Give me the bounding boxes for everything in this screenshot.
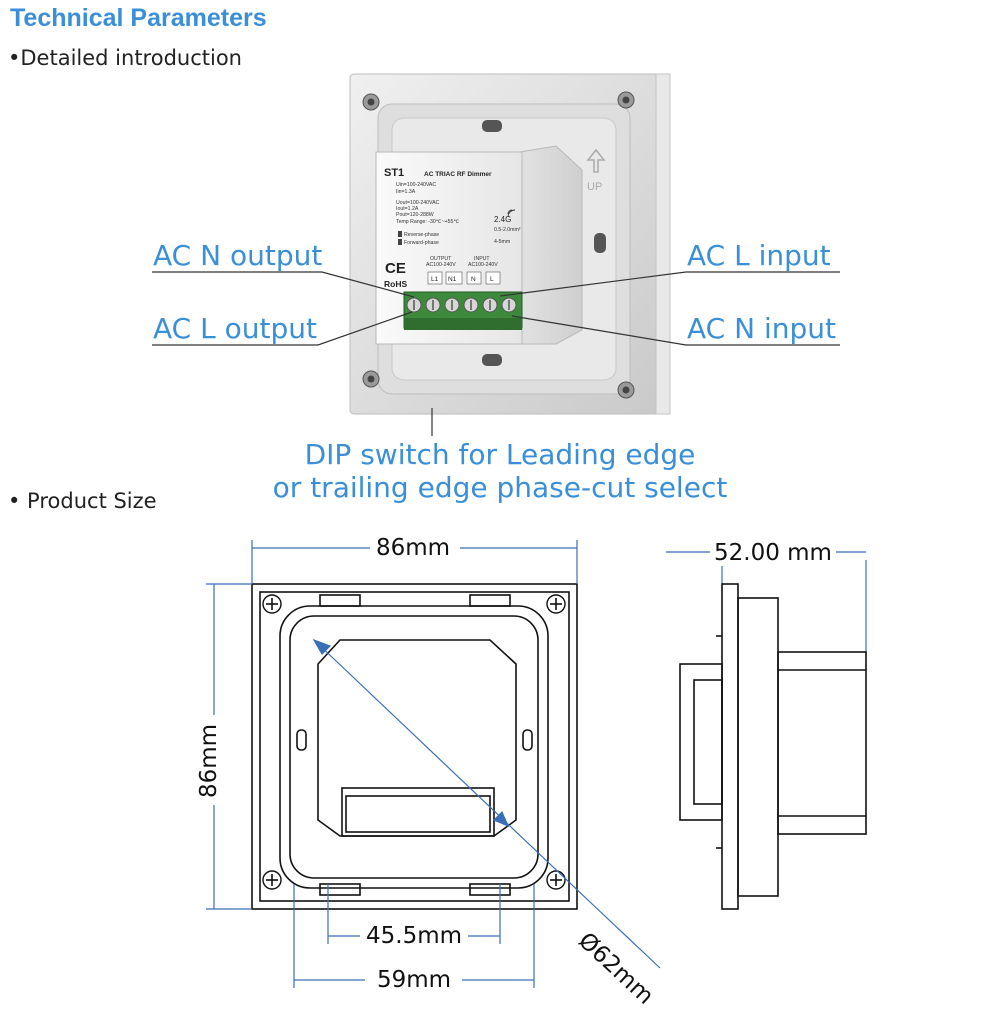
svg-text:AC100-240V: AC100-240V bbox=[426, 262, 456, 268]
dim-inner-width: 45.5mm bbox=[362, 923, 467, 949]
side-view bbox=[679, 583, 867, 910]
terminal-block bbox=[403, 291, 523, 330]
svg-text:L1: L1 bbox=[431, 276, 439, 283]
dip-switch-icon bbox=[398, 231, 402, 245]
ce-mark: CE bbox=[385, 260, 406, 277]
svg-text:N1: N1 bbox=[448, 276, 457, 283]
callout-dip-switch: DIP switch for Leading edge or trailing … bbox=[250, 438, 750, 504]
svg-text:Reverse-phase: Reverse-phase bbox=[404, 232, 439, 238]
svg-text:Uout=100-240VAC: Uout=100-240VAC bbox=[396, 200, 440, 206]
dim-depth: 52.00 mm bbox=[710, 540, 836, 566]
plate-edge bbox=[655, 73, 671, 415]
svg-text:Pout=120-288W: Pout=120-288W bbox=[396, 212, 434, 218]
rohs-mark: RoHS bbox=[384, 279, 407, 289]
front-view-plate bbox=[251, 583, 578, 910]
svg-text:2.4G: 2.4G bbox=[494, 215, 511, 224]
svg-text:N: N bbox=[471, 276, 476, 283]
svg-text:Temp Range: -30℃~+55℃: Temp Range: -30℃~+55℃ bbox=[396, 219, 459, 225]
svg-text:AC TRIAC RF Dimmer: AC TRIAC RF Dimmer bbox=[424, 171, 492, 178]
section-product-size: • Product Size bbox=[8, 489, 157, 513]
dip-line-1: DIP switch for Leading edge bbox=[304, 438, 696, 471]
svg-text:Uin=100-240VAC: Uin=100-240VAC bbox=[396, 182, 436, 188]
dim-height-left: 86mm bbox=[196, 719, 223, 803]
svg-text:Forward-phase: Forward-phase bbox=[404, 240, 439, 246]
svg-text:Iin=1.3A: Iin=1.3A bbox=[396, 189, 416, 195]
dim-outer-width: 59mm bbox=[373, 967, 456, 993]
up-label: UP bbox=[587, 181, 602, 193]
svg-text:INPUT: INPUT bbox=[474, 256, 490, 262]
screw-icon bbox=[262, 594, 566, 890]
svg-text:L: L bbox=[490, 276, 494, 283]
svg-text:AC100-240V: AC100-240V bbox=[468, 262, 498, 268]
svg-text:OUTPUT: OUTPUT bbox=[430, 256, 452, 262]
callout-ac-n-input: AC N input bbox=[687, 312, 836, 345]
svg-text:4-5mm: 4-5mm bbox=[494, 239, 510, 245]
callout-ac-l-output: AC L output bbox=[153, 312, 317, 345]
up-arrow-icon bbox=[586, 148, 606, 173]
svg-text:ST1: ST1 bbox=[384, 167, 404, 179]
svg-text:Iout=1.2A: Iout=1.2A bbox=[396, 206, 419, 212]
svg-text:0.5-2.0mm²: 0.5-2.0mm² bbox=[494, 227, 521, 233]
page-title: Technical Parameters bbox=[10, 4, 267, 32]
callout-ac-n-output: AC N output bbox=[153, 239, 323, 272]
dim-width-top: 86mm bbox=[372, 535, 455, 561]
dip-line-2: or trailing edge phase-cut select bbox=[272, 471, 728, 504]
callout-ac-l-input: AC L input bbox=[687, 239, 831, 272]
section-detailed-introduction: •Detailed introduction bbox=[8, 46, 242, 70]
screw-icon bbox=[362, 91, 635, 399]
wifi-icon bbox=[507, 209, 516, 218]
